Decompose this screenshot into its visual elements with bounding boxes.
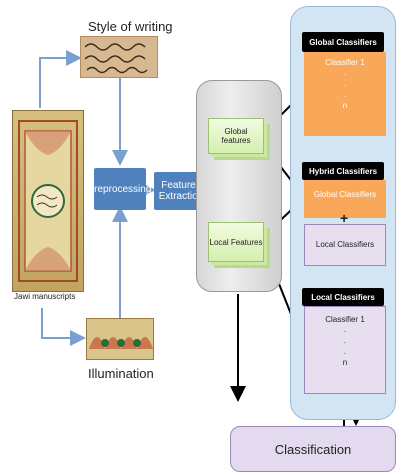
global-features-node: Global features: [208, 118, 264, 154]
classification-node: Classification: [230, 426, 396, 472]
arrow-to-illumination: [41, 308, 86, 346]
style-of-writing-image: [80, 36, 158, 78]
preprocessing-node: preprocessing: [89, 168, 151, 210]
local-classifiers-block: Classifier 1 . . . n: [304, 306, 386, 394]
global-classifier-item-n: n: [342, 101, 348, 110]
hybrid-local-block: Local Classifiers: [304, 224, 386, 266]
hybrid-classifiers-header: Hybrid Classifiers: [302, 162, 384, 180]
global-classifier-item-1: Classifier 1: [325, 58, 365, 67]
illumination-label: Illumination: [88, 366, 154, 381]
global-classifier-dot-2: .: [343, 79, 347, 88]
style-of-writing-label: Style of writing: [88, 19, 173, 34]
local-classifier-dot-3: .: [343, 347, 347, 356]
jawi-manuscript-image: [12, 110, 84, 292]
illumination-image: [86, 318, 154, 360]
local-classifier-dot-2: .: [343, 336, 347, 345]
local-classifier-item-n: n: [342, 358, 348, 367]
hybrid-plus-sign: +: [340, 210, 349, 226]
global-classifiers-block: Classifier 1 . . . n: [304, 52, 386, 136]
arrow-to-style-of-writing: [39, 50, 82, 108]
local-classifier-dot-1: .: [343, 325, 347, 334]
local-classifier-item-1: Classifier 1: [325, 315, 365, 324]
local-features-node: Local Features: [208, 222, 264, 262]
hybrid-global-block: Global Classifiers: [304, 180, 386, 218]
global-classifier-dot-3: .: [343, 90, 347, 99]
jawi-manuscripts-label: Jawi manuscripts: [14, 292, 76, 301]
local-classifiers-header: Local Classifiers: [302, 288, 384, 306]
global-classifier-dot-1: .: [343, 68, 347, 77]
global-classifiers-header: Global Classifiers: [302, 32, 384, 52]
